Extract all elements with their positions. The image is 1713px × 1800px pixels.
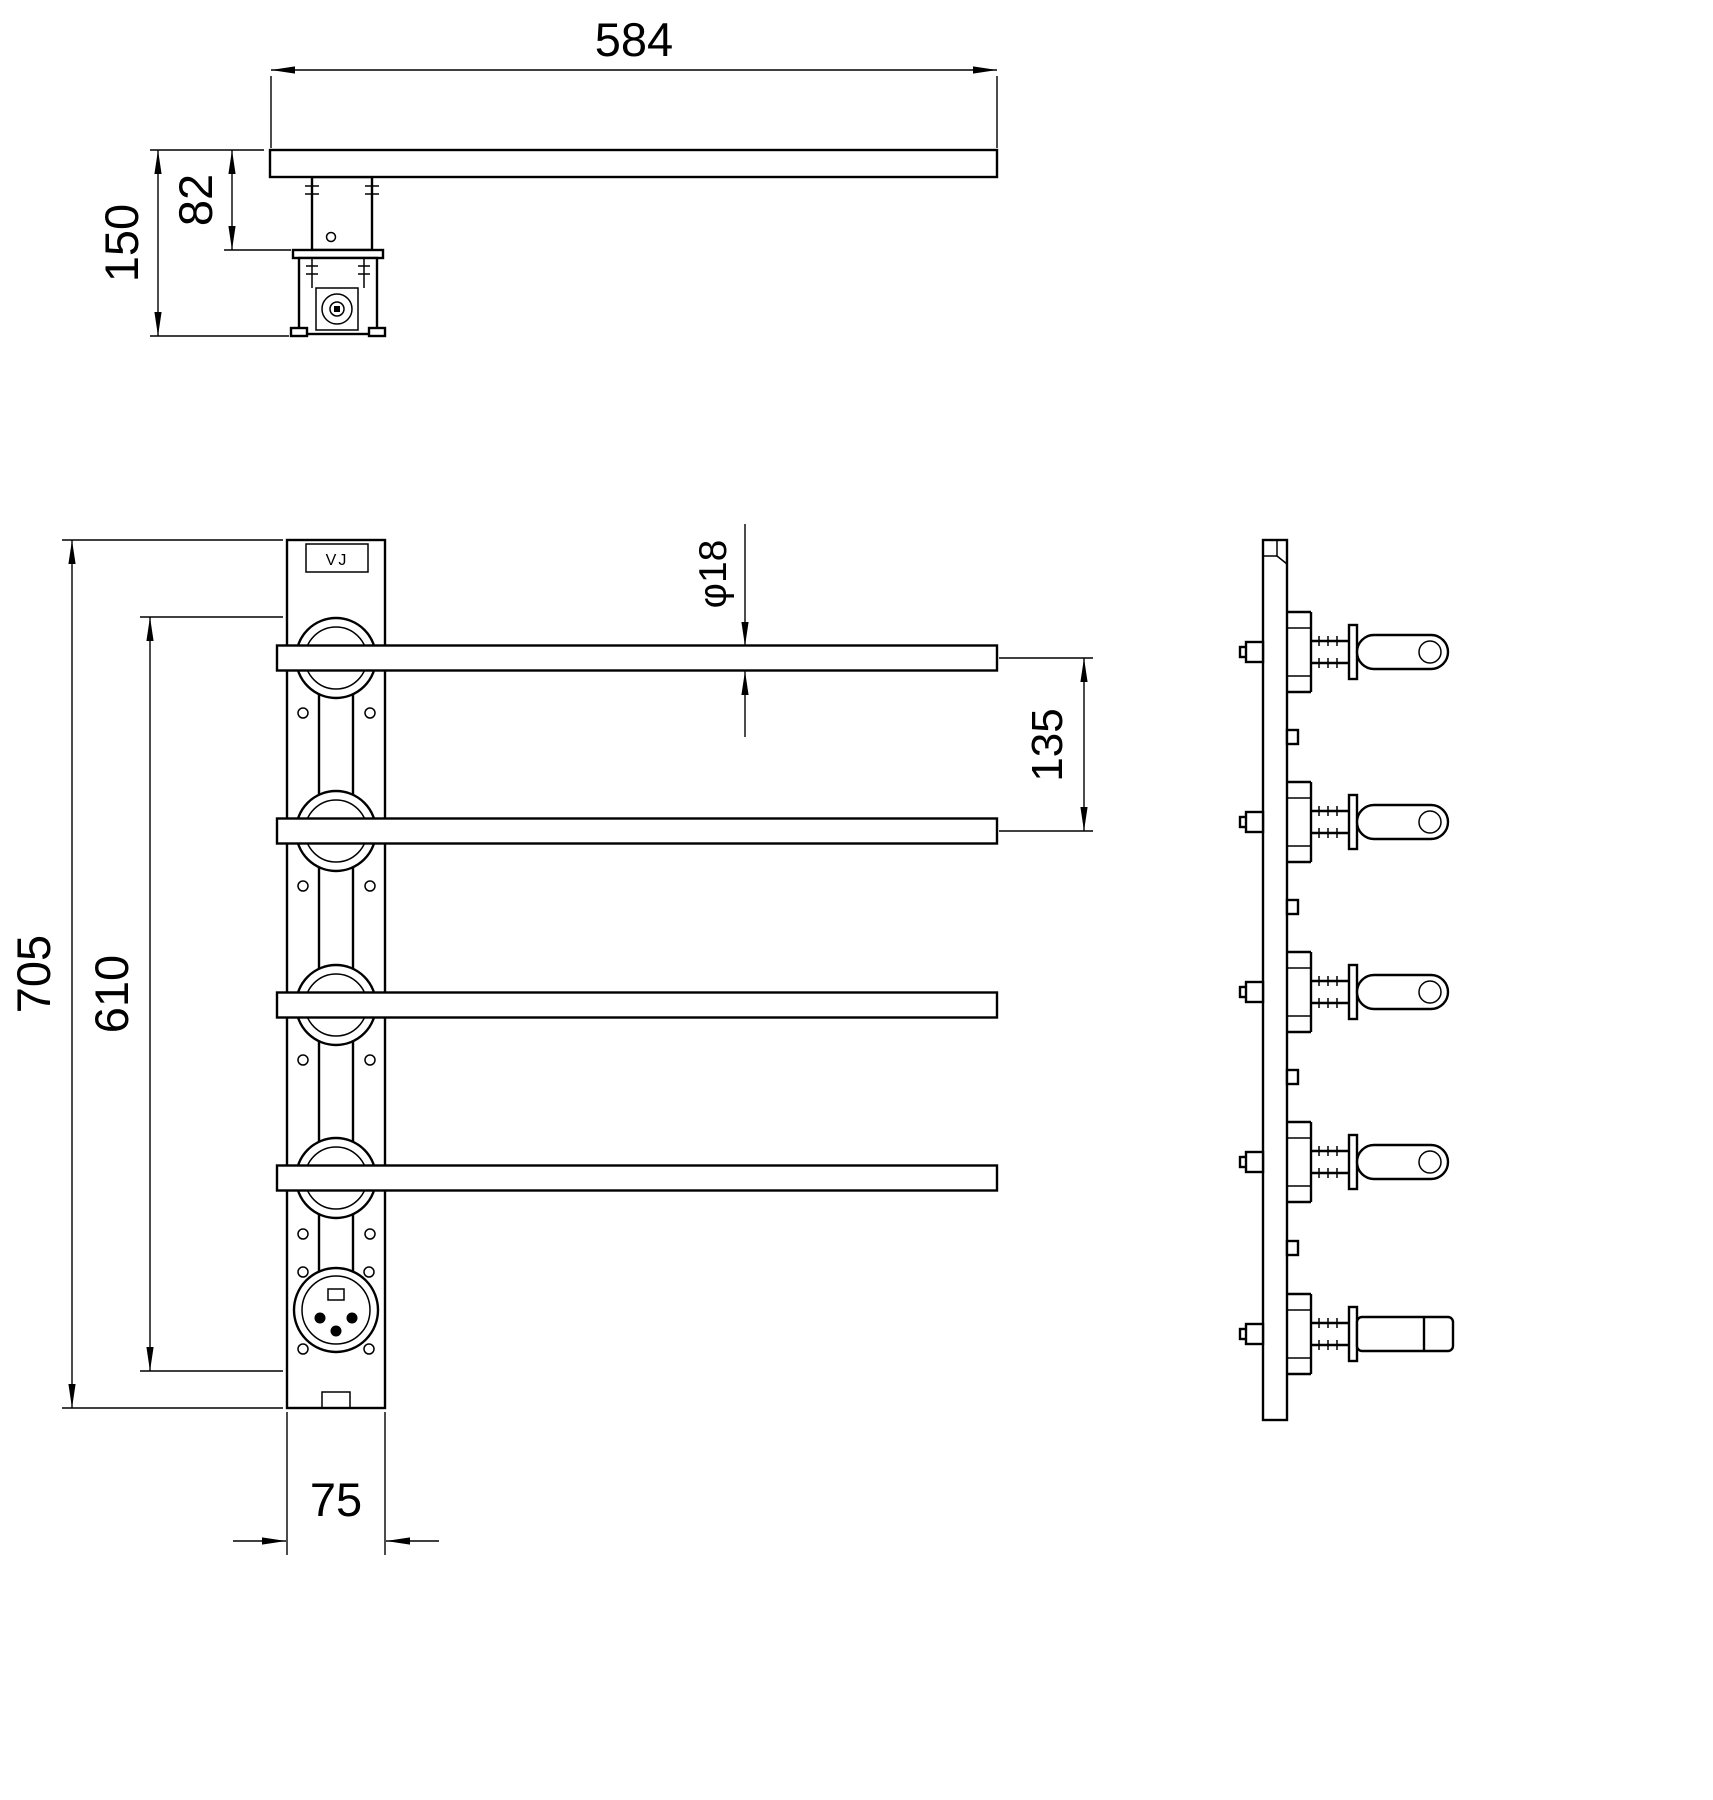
side-plate — [1261, 538, 1289, 1422]
towel-bar-1 — [275, 644, 999, 672]
bar-end-cap — [1418, 980, 1442, 1004]
front-view: VJ 705 — [7, 524, 1093, 1555]
dim-bar-diameter-text: φ18 — [692, 540, 735, 609]
post-hole — [325, 231, 337, 243]
dim-overall-height-text: 705 — [7, 935, 60, 1013]
dim-arm-offset-text: 82 — [169, 174, 222, 226]
dim-span-text: 610 — [85, 955, 138, 1033]
dim-plate-width: 75 — [233, 1412, 439, 1555]
side-plate-mid-tabs — [1285, 728, 1300, 1257]
connector-pin-left — [314, 1312, 326, 1324]
brand-plate: VJ — [305, 543, 369, 573]
dim-overall-height: 705 — [7, 539, 283, 1409]
towel-bar-2 — [275, 817, 999, 845]
towel-bar-3 — [275, 991, 999, 1019]
dim-arm-length: 584 — [270, 13, 998, 148]
connector-pin-right — [346, 1312, 358, 1324]
plate-bottom-tab — [321, 1391, 351, 1409]
dim-arm-offset: 82 — [169, 150, 291, 251]
dim-plate-width-text: 75 — [310, 1473, 362, 1526]
dim-span: 610 — [85, 616, 283, 1372]
side-arm-3 — [1238, 950, 1450, 1034]
dim-arm-length-text: 584 — [595, 13, 673, 66]
mount-post-top-view — [310, 175, 374, 252]
connector-pin-bottom — [330, 1325, 342, 1337]
dim-bar-spacing-text: 135 — [1023, 708, 1072, 781]
post-thread-ticks — [305, 185, 379, 195]
power-connector — [292, 1266, 380, 1355]
bar-end-cap — [1418, 810, 1442, 834]
bracket-detail-square — [315, 287, 359, 331]
dim-bar-spacing: 135 — [999, 657, 1093, 832]
bar-end-cap — [1418, 640, 1442, 664]
side-arm-1 — [1238, 610, 1450, 694]
brand-logo-text: VJ — [326, 552, 349, 569]
dim-mount-depth: 150 — [95, 149, 289, 337]
top-view: 584 — [95, 13, 999, 338]
bracket-center-nut — [334, 306, 340, 312]
bar-end-cap — [1418, 1150, 1442, 1174]
towel-bar-4 — [275, 1164, 999, 1192]
side-plate-top-tab — [1262, 539, 1278, 557]
plate-screw-holes — [297, 707, 376, 1240]
dim-bar-diameter: φ18 — [692, 524, 749, 737]
dim-mount-depth-text: 150 — [95, 204, 148, 282]
side-arm-2 — [1238, 780, 1450, 864]
side-arm-4 — [1238, 1120, 1450, 1204]
side-view — [1238, 538, 1455, 1422]
towel-arm-top-view — [268, 148, 999, 179]
side-arm-heater — [1238, 1292, 1455, 1376]
bracket-thread-ticks — [306, 265, 370, 275]
connector-key-slot — [327, 1288, 345, 1301]
mount-bracket — [289, 248, 387, 338]
